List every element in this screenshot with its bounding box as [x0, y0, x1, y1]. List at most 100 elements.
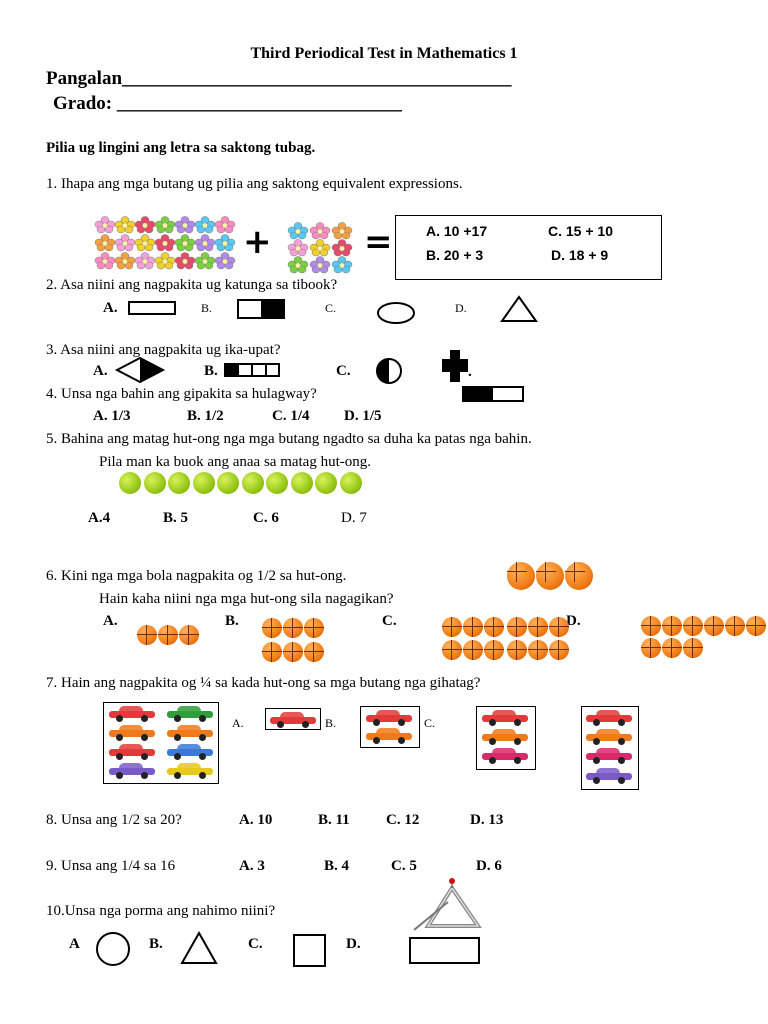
- tennis-ball-icon: [119, 472, 141, 494]
- basketball-icon: [536, 562, 564, 590]
- flower-icon: [214, 252, 236, 270]
- q6-option-b[interactable]: B.: [225, 613, 239, 629]
- basketball-icon: [158, 625, 178, 645]
- flower-icon: [214, 234, 236, 252]
- q7-text: 7. Hain ang nagpakita og ¼ sa kada hut-o…: [46, 675, 481, 691]
- tennis-ball-icon: [241, 472, 264, 494]
- car-set-b: [360, 706, 420, 748]
- q8-option-d[interactable]: D. 13: [470, 812, 504, 828]
- q1-option-a[interactable]: A. 10 +17: [426, 223, 488, 239]
- basketball-icon: [565, 562, 593, 590]
- basketball-icon: [484, 640, 504, 660]
- q10-option-d[interactable]: D.: [346, 936, 361, 952]
- basketball-icon: [179, 625, 199, 645]
- flower-icon: [154, 216, 176, 234]
- basketball-icon: [283, 642, 303, 662]
- q9-option-d[interactable]: D. 6: [476, 858, 502, 874]
- basketball-icon: [549, 617, 569, 637]
- instruction: Pilia ug lingini ang letra sa saktong tu…: [46, 140, 316, 156]
- q5-option-d[interactable]: D. 7: [341, 510, 367, 526]
- q5-option-b[interactable]: B. 5: [163, 510, 189, 526]
- q7-option-c[interactable]: C.: [424, 716, 436, 730]
- basketball-icon: [725, 616, 745, 636]
- tennis-ball-icon: [168, 472, 190, 494]
- car-icon: [167, 763, 213, 779]
- q8-option-c[interactable]: C. 12: [386, 812, 420, 828]
- car-icon: [167, 725, 213, 741]
- q6-option-a[interactable]: A.: [103, 613, 118, 629]
- q9-option-b[interactable]: B. 4: [324, 858, 350, 874]
- q4-option-a[interactable]: A. 1/3: [93, 408, 131, 424]
- basketball-icon: [662, 616, 682, 636]
- flower-icon: [309, 256, 331, 274]
- tennis-ball-icon: [339, 472, 362, 494]
- q10-option-c[interactable]: C.: [248, 936, 263, 952]
- shaded-circle-icon: [376, 358, 402, 384]
- q5-option-a[interactable]: A.4: [88, 510, 111, 526]
- basketball-icon: [463, 640, 483, 660]
- q1-option-b[interactable]: B. 20 + 3: [426, 247, 484, 263]
- q4-option-b[interactable]: B. 1/2: [187, 408, 224, 424]
- car-set-a: [265, 708, 321, 730]
- q4-option-c[interactable]: C. 1/4: [272, 408, 310, 424]
- q1-option-c[interactable]: C. 15 + 10: [548, 223, 613, 239]
- q3-option-c[interactable]: C.: [336, 363, 351, 379]
- basketball-icon: [683, 638, 703, 658]
- flower-icon: [309, 239, 331, 257]
- q3-option-b[interactable]: B.: [204, 363, 218, 379]
- car-icon: [586, 768, 632, 784]
- car-icon: [366, 728, 412, 744]
- shaded-diamond-icon: [114, 356, 166, 384]
- flower-icon: [114, 252, 136, 270]
- basketball-icon: [507, 640, 527, 660]
- q2-option-b[interactable]: B.: [201, 301, 213, 315]
- q2-option-c[interactable]: C.: [325, 301, 337, 315]
- q1-answer-box: [395, 215, 662, 280]
- wide-rectangle-icon: [409, 937, 480, 964]
- tennis-ball-icon: [192, 472, 215, 494]
- flower-icon: [309, 222, 331, 240]
- q7-option-a[interactable]: A.: [232, 716, 244, 730]
- flower-icon: [154, 234, 176, 252]
- q8-option-b[interactable]: B. 11: [318, 812, 350, 828]
- half-shaded-rectangle-icon: [237, 299, 285, 319]
- basketball-icon: [442, 640, 462, 660]
- q6-option-d[interactable]: D.: [566, 613, 581, 629]
- basketball-icon: [641, 638, 661, 658]
- q7-option-b[interactable]: B.: [325, 716, 337, 730]
- flower-icon: [154, 252, 176, 270]
- q4-text: 4. Unsa nga bahin ang gipakita sa hulagw…: [46, 386, 317, 402]
- q4-option-d[interactable]: D. 1/5: [344, 408, 382, 424]
- q1-option-d[interactable]: D. 18 + 9: [551, 247, 609, 263]
- basketball-icon: [262, 642, 282, 662]
- flower-icon: [331, 239, 353, 257]
- q9-option-a[interactable]: A. 3: [239, 858, 265, 874]
- basketball-icon: [137, 625, 157, 645]
- q8-option-a[interactable]: A. 10: [239, 812, 273, 828]
- q10-option-a[interactable]: A: [69, 936, 80, 952]
- q6-option-c[interactable]: C.: [382, 613, 397, 629]
- car-icon: [167, 706, 213, 722]
- triangle-shape-icon: [500, 295, 538, 322]
- tennis-ball-icon: [143, 472, 166, 494]
- flower-icon: [331, 256, 353, 274]
- q10-option-b[interactable]: B.: [149, 936, 163, 952]
- basketball-icon: [463, 617, 483, 637]
- q3-option-a[interactable]: A.: [93, 363, 108, 379]
- fraction-bar-icon: [462, 386, 524, 402]
- name-field-label: Pangalan________________________________…: [46, 68, 512, 89]
- shaded-cross-icon: [442, 350, 468, 382]
- flower-icon: [94, 216, 116, 234]
- equals-sign: =: [364, 222, 393, 262]
- basketball-icon: [549, 640, 569, 660]
- car-icon: [270, 712, 316, 728]
- flower-icon: [134, 252, 156, 270]
- car-icon: [482, 710, 528, 726]
- q5-option-c[interactable]: C. 6: [253, 510, 279, 526]
- car-icon: [167, 744, 213, 760]
- q3-option-d[interactable]: .: [468, 364, 472, 380]
- rectangle-shape-icon: [128, 301, 176, 315]
- q9-option-c[interactable]: C. 5: [391, 858, 417, 874]
- q2-option-a[interactable]: A.: [103, 300, 118, 316]
- q2-option-d[interactable]: D.: [455, 301, 467, 315]
